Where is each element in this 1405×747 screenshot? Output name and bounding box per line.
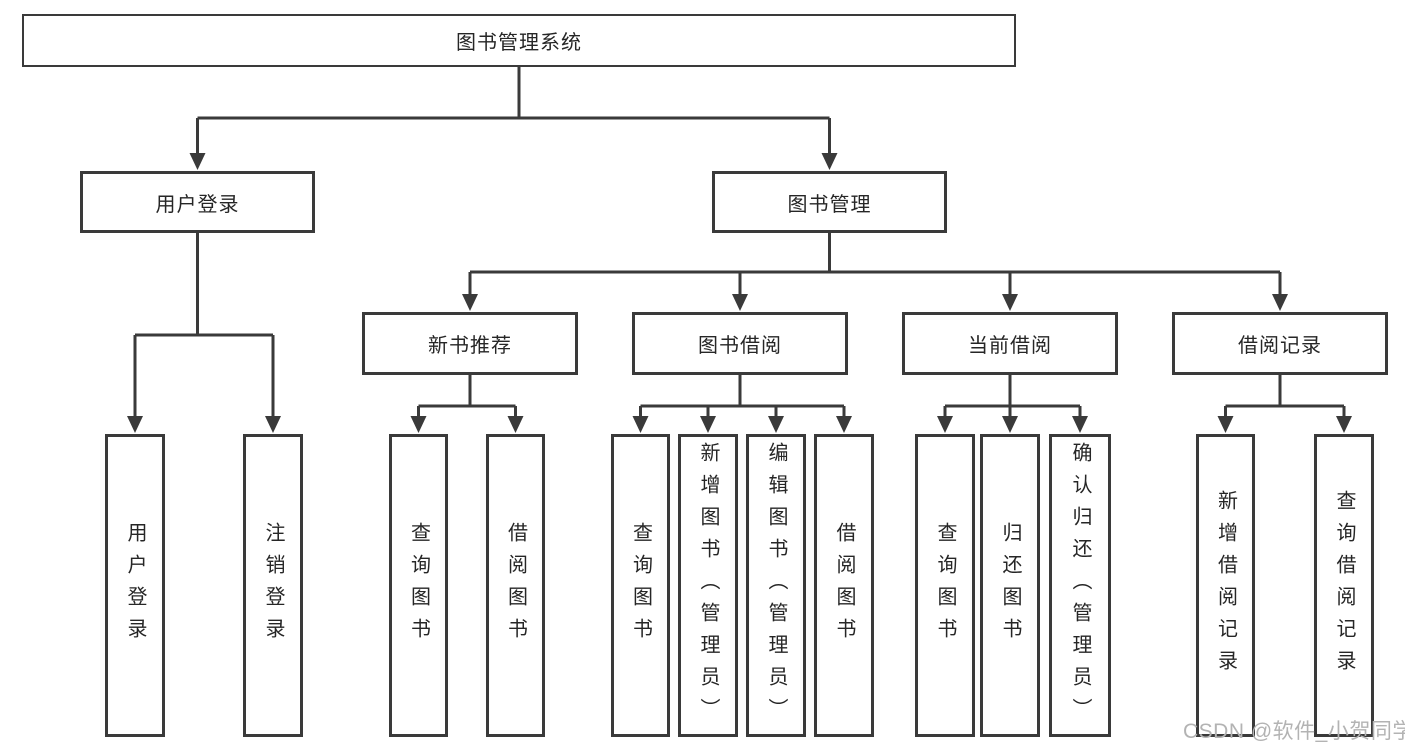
- node-library-management-system: 图书管理系统: [22, 14, 1016, 67]
- leaf-recommend-query-books: 查询图书: [389, 434, 448, 737]
- leaf-borrow-query-books: 查询图书: [611, 434, 670, 737]
- leaf-user-login: 用户登录: [105, 434, 165, 737]
- node-book-borrowing: 图书借阅: [632, 312, 848, 375]
- node-new-book-recommendation: 新书推荐: [362, 312, 578, 375]
- node-book-management: 图书管理: [712, 171, 947, 233]
- leaf-logout-label: 注销登录: [262, 521, 284, 650]
- leaf-borrow-add-book-admin: 新增图书（管理员）: [678, 434, 738, 737]
- leaf-records-query-record-label: 查询借阅记录: [1333, 489, 1355, 682]
- leaf-records-query-record: 查询借阅记录: [1314, 434, 1374, 737]
- leaf-records-add-record: 新增借阅记录: [1196, 434, 1255, 737]
- leaf-current-return-books: 归还图书: [980, 434, 1040, 737]
- watermark: CSDN @软件_小贺同学: [1183, 720, 1405, 743]
- node-current-borrowing: 当前借阅: [902, 312, 1118, 375]
- leaf-user-login-label: 用户登录: [124, 521, 146, 650]
- leaf-borrow-borrow-books: 借阅图书: [814, 434, 874, 737]
- leaf-current-query-books-label: 查询图书: [934, 521, 956, 650]
- leaf-borrow-query-books-label: 查询图书: [629, 521, 652, 650]
- leaf-current-query-books: 查询图书: [915, 434, 975, 737]
- node-user-login: 用户登录: [80, 171, 315, 233]
- leaf-recommend-borrow-books: 借阅图书: [486, 434, 545, 737]
- leaf-borrow-edit-book-admin: 编辑图书（管理员）: [746, 434, 806, 737]
- leaf-current-confirm-return-admin: 确认归还（管理员）: [1049, 434, 1111, 737]
- leaf-borrow-edit-book-admin-label: 编辑图书（管理员）: [765, 441, 787, 730]
- leaf-current-return-books-label: 归还图书: [999, 521, 1021, 650]
- leaf-records-add-record-label: 新增借阅记录: [1214, 489, 1237, 682]
- leaf-borrow-add-book-admin-label: 新增图书（管理员）: [697, 441, 719, 730]
- leaf-recommend-query-books-label: 查询图书: [407, 521, 430, 650]
- leaf-recommend-borrow-books-label: 借阅图书: [504, 521, 527, 650]
- node-borrowing-records: 借阅记录: [1172, 312, 1388, 375]
- leaf-logout: 注销登录: [243, 434, 303, 737]
- leaf-current-confirm-return-admin-label: 确认归还（管理员）: [1069, 441, 1091, 730]
- leaf-borrow-borrow-books-label: 借阅图书: [833, 521, 855, 650]
